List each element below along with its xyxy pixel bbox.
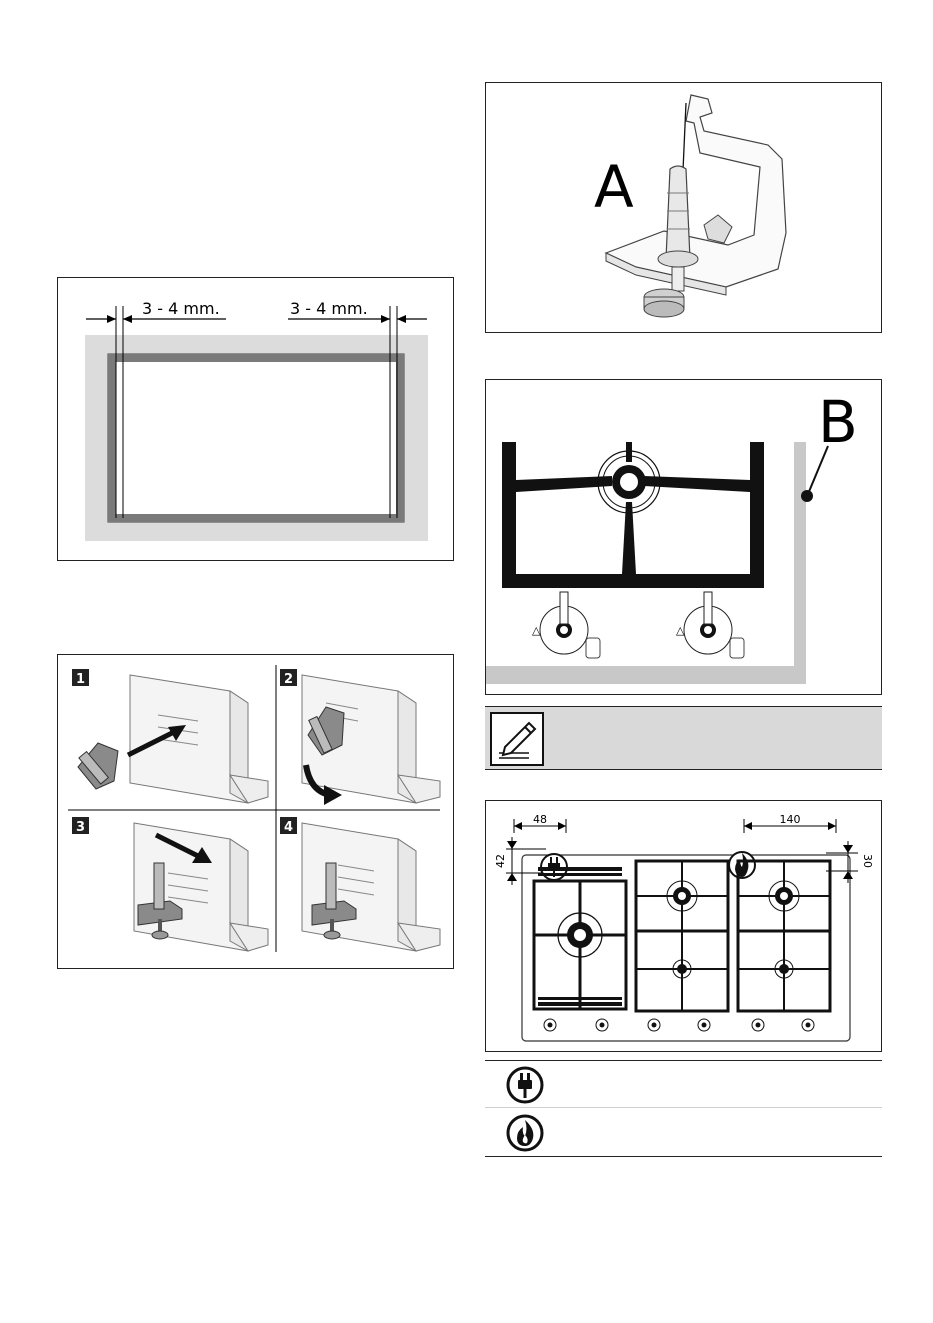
connection-figure: 48 140 42 30 [485, 800, 882, 1052]
callout-a: A [594, 153, 634, 221]
pan-support [502, 442, 764, 588]
electric-plug-icon [505, 1065, 545, 1105]
step-4: 4 [280, 817, 440, 951]
left-gap-label: 3 - 4 mm. [142, 299, 220, 318]
step-4-number: 4 [284, 820, 293, 835]
step-3: 3 [72, 817, 268, 951]
gas-flame-icon-badge [729, 852, 755, 878]
dim-right-label: 140 [780, 813, 801, 826]
hob-outline [522, 855, 850, 1041]
step-1: 1 [72, 669, 268, 803]
callout-b: B [818, 388, 858, 456]
clip-steps-figure: 1 2 3 [57, 654, 454, 969]
legend-gas-row [485, 1109, 882, 1157]
svg-text:△: △ [676, 624, 685, 637]
bracket-drawing: A [486, 83, 883, 334]
bracket-figure: A [485, 82, 882, 333]
step-3-number: 3 [76, 820, 85, 835]
cutout-gap-figure: 3 - 4 mm. 3 - 4 mm. [57, 277, 454, 561]
hob-edge-figure: B △ [485, 379, 882, 695]
svg-text:△: △ [532, 624, 541, 637]
clip-steps-drawing: 1 2 3 [58, 655, 455, 970]
worktop-edge-side [794, 442, 806, 684]
dim-left-vertical-label: 42 [494, 854, 507, 868]
cutout-gap-drawing: 3 - 4 mm. 3 - 4 mm. [58, 278, 455, 562]
pencil-note-icon [489, 711, 545, 767]
knob-right: △ [676, 592, 744, 658]
knob-left: △ [532, 592, 600, 658]
dim-left-label: 48 [533, 813, 547, 826]
step-1-number: 1 [76, 672, 85, 687]
dim-right-vertical-label: 30 [861, 854, 874, 868]
step-2-number: 2 [284, 672, 293, 687]
frame-bottom [108, 514, 404, 522]
edge-pointer-dot [801, 490, 813, 502]
gas-flame-icon [505, 1113, 545, 1153]
worktop-edge-bottom [486, 666, 806, 684]
hob-edge-drawing: B △ [486, 380, 883, 696]
cutout-opening [108, 354, 404, 522]
right-gap-label: 3 - 4 mm. [290, 299, 368, 318]
step-2: 2 [280, 669, 440, 805]
connection-drawing: 48 140 42 30 [486, 801, 883, 1053]
legend-electric-row [485, 1060, 882, 1108]
frame-top [108, 354, 404, 362]
note-bar [485, 706, 882, 770]
frame-left [108, 354, 116, 522]
